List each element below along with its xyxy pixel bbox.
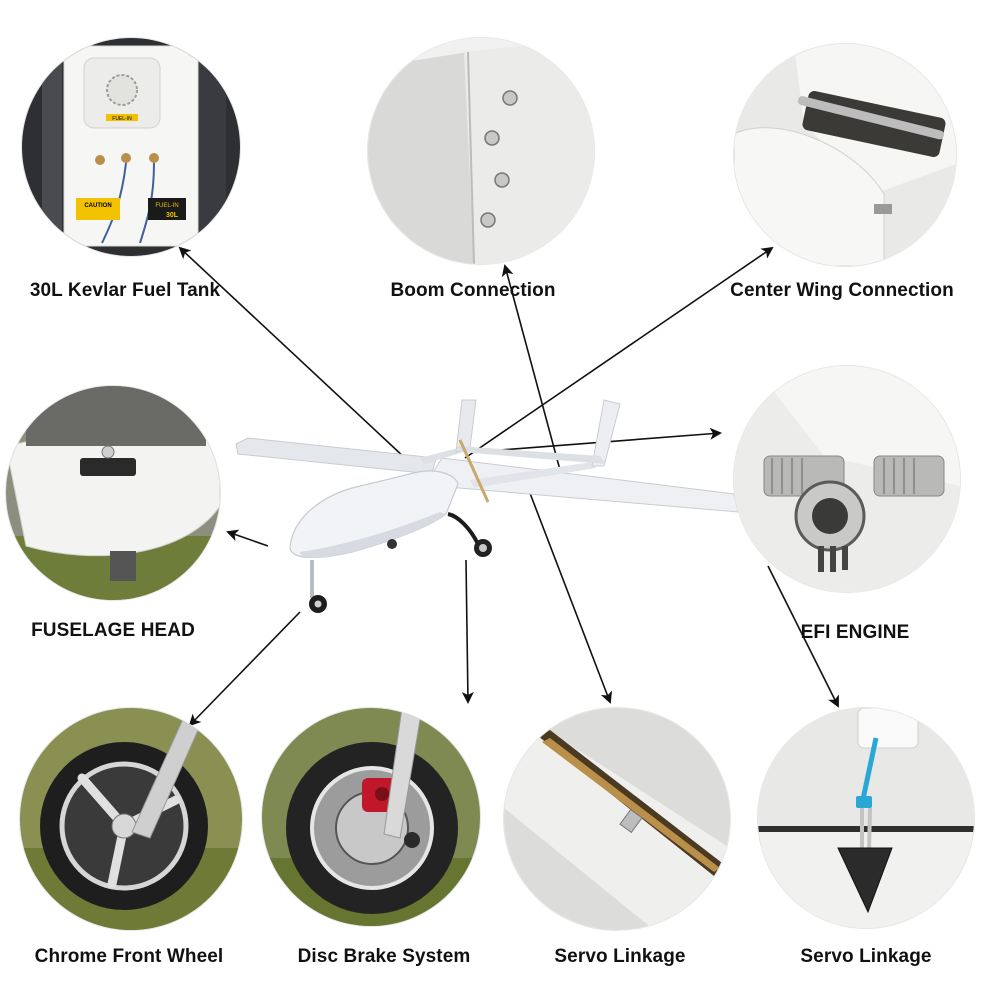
fuel-in-text: FUEL-IN bbox=[155, 203, 178, 209]
label-fuel-tank: 30L Kevlar Fuel Tank bbox=[29, 280, 221, 301]
label-servo-linkage-2: Servo Linkage bbox=[800, 946, 932, 967]
disc-brake-photo bbox=[262, 708, 480, 926]
fork-strut bbox=[131, 708, 209, 839]
efi-engine-photo bbox=[734, 366, 960, 592]
nose-wheel-hub bbox=[314, 600, 322, 608]
pushrod bbox=[859, 737, 879, 805]
side-wheel bbox=[387, 539, 397, 549]
arrow-servo-linkage-1 bbox=[527, 487, 613, 704]
arrow-fuselage-head bbox=[226, 529, 269, 547]
arrow-boom-connection bbox=[501, 264, 561, 471]
wing-spar-rod bbox=[797, 96, 944, 140]
fuel-cap-tag: FUEL-IN bbox=[112, 116, 132, 122]
label-efi-engine: EFI ENGINE bbox=[800, 622, 910, 643]
fuselage-shading bbox=[300, 512, 446, 558]
rivet-4 bbox=[480, 212, 496, 228]
label-disc-brake-system: Disc Brake System bbox=[297, 946, 471, 967]
arrow-disc-brake bbox=[461, 559, 474, 704]
vertical-tail-right bbox=[591, 399, 621, 467]
label-center-wing-connection: Center Wing Connection bbox=[730, 280, 954, 301]
capacity-text: 30L bbox=[166, 212, 179, 219]
left-wing bbox=[235, 437, 437, 475]
servo-linkage-2-photo bbox=[758, 708, 974, 928]
fuel-cap-icon bbox=[106, 74, 138, 106]
carbon-control-horn bbox=[837, 847, 893, 914]
caution-text: CAUTION bbox=[84, 203, 111, 209]
chrome-front-wheel-photo bbox=[20, 708, 242, 930]
servo-linkage-1-photo bbox=[504, 708, 730, 930]
arrow-center-wing-connection bbox=[464, 246, 774, 459]
arrow-chrome-front-wheel bbox=[188, 611, 301, 727]
arrow-fuel-tank bbox=[178, 246, 406, 459]
wheel-hub bbox=[111, 813, 137, 839]
rivet-3 bbox=[494, 172, 510, 188]
fuselage-head-photo bbox=[6, 386, 220, 600]
boom-connection-photo bbox=[368, 38, 594, 264]
tail-boom-right bbox=[470, 462, 596, 488]
propeller bbox=[458, 439, 490, 503]
label-servo-linkage-1: Servo Linkage bbox=[554, 946, 686, 967]
vertical-tail-left bbox=[455, 399, 477, 453]
caution-sticker bbox=[76, 198, 120, 220]
fuel-tank-photo: FUEL-IN CAUTION FUEL-IN 30L bbox=[22, 38, 240, 256]
main-wheel-hub bbox=[479, 544, 487, 552]
label-boom-connection: Boom Connection bbox=[390, 280, 556, 301]
landing-gear-leg bbox=[383, 708, 423, 839]
servo-horn bbox=[619, 808, 643, 834]
center-wing-photo bbox=[734, 44, 956, 266]
mount-bolt bbox=[101, 445, 115, 459]
horizontal-stabilizer bbox=[456, 446, 606, 464]
label-fuselage-head: FUSELAGE HEAD bbox=[31, 620, 195, 641]
label-chrome-front-wheel: Chrome Front Wheel bbox=[34, 946, 224, 967]
fuel-in-sticker bbox=[148, 198, 186, 220]
rivet-2 bbox=[484, 130, 500, 146]
mount-plate bbox=[80, 458, 136, 476]
main-landing-gear bbox=[447, 512, 480, 545]
arrow-servo-linkage-2 bbox=[767, 565, 839, 708]
rivet-1 bbox=[502, 90, 518, 106]
